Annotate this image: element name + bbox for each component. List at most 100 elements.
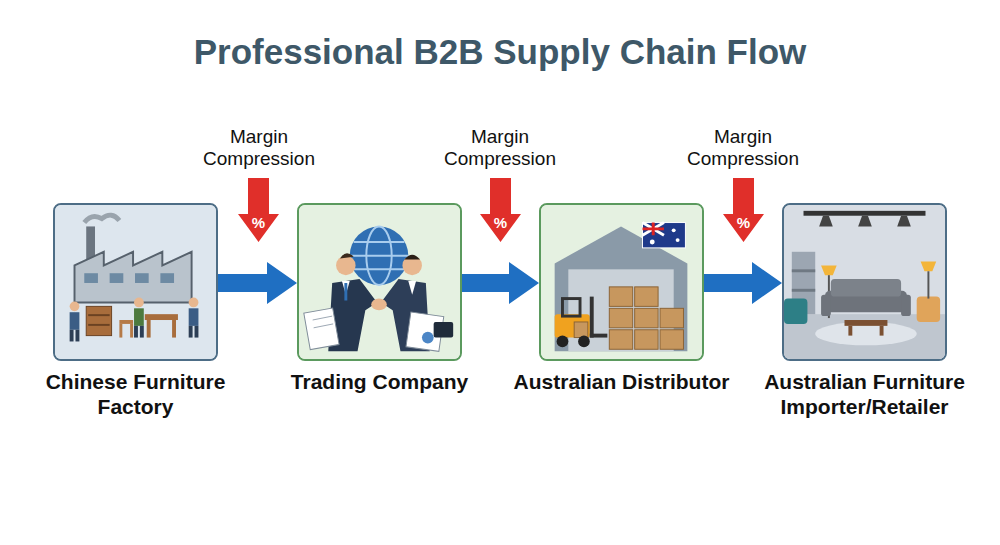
illustration-shape xyxy=(130,324,133,338)
illustration-shape xyxy=(609,330,632,349)
illustration-shape xyxy=(88,314,109,316)
illustration-shape xyxy=(917,297,940,322)
illustration-shape xyxy=(555,314,590,337)
node-caption: Chinese Furniture Factory xyxy=(23,369,248,419)
illustration-shape xyxy=(189,298,199,308)
supply-chain-node: Australian Furniture Importer/Retailer xyxy=(782,203,947,361)
illustration-shape xyxy=(140,326,144,338)
illustration-shape xyxy=(642,223,663,236)
margin-label: Margin Compression xyxy=(674,126,812,170)
illustration-shape xyxy=(676,238,680,242)
illustration-shape xyxy=(660,308,683,327)
illustration-shape xyxy=(642,223,663,236)
illustration-shape xyxy=(901,295,911,316)
illustration-shape xyxy=(88,324,109,326)
illustration-shape xyxy=(340,253,354,258)
illustration-shape xyxy=(434,322,454,338)
illustration-shape xyxy=(831,279,901,297)
illustration-shape xyxy=(821,265,837,275)
illustration-shape xyxy=(55,205,216,359)
percent-symbol: % xyxy=(480,214,521,231)
illustration-shape xyxy=(635,330,658,349)
illustration-shape xyxy=(897,216,911,227)
percent-symbol: % xyxy=(238,214,279,231)
illustration-box xyxy=(297,203,462,361)
illustration-shape xyxy=(404,255,420,260)
supply-chain-node: Trading Company xyxy=(297,203,462,361)
illustration-shape xyxy=(336,256,356,275)
illustration-shape xyxy=(189,326,193,338)
margin-label: Margin Compression xyxy=(190,126,328,170)
illustration-shape xyxy=(574,322,588,338)
supply-chain-node: Chinese Furniture Factory xyxy=(53,203,218,361)
illustration-shape xyxy=(314,324,334,328)
illustration-shape xyxy=(541,205,702,359)
illustration-shape xyxy=(422,332,434,344)
illustration-shape xyxy=(75,330,79,342)
illustration-box xyxy=(539,203,704,361)
supply-chain-node: Australian Distributor xyxy=(539,203,704,361)
illustration-shape xyxy=(147,320,151,338)
flow-arrow xyxy=(218,262,297,304)
illustration-shape xyxy=(350,226,409,284)
illustration-shape xyxy=(55,205,216,359)
illustration-shape xyxy=(858,216,872,227)
illustration-shape xyxy=(408,281,416,295)
illustration-shape xyxy=(84,215,119,222)
illustration-shape xyxy=(784,299,807,324)
node-caption: Australian Distributor xyxy=(509,369,734,394)
percent-symbol: % xyxy=(723,214,764,231)
node-caption: Australian Furniture Importer/Retailer xyxy=(752,369,977,419)
illustration-shape xyxy=(927,271,929,298)
illustration-shape xyxy=(792,289,815,292)
illustration-shape xyxy=(578,336,590,348)
illustration-shape xyxy=(299,205,460,359)
diagram-title: Professional B2B Supply Chain Flow xyxy=(0,32,1000,72)
illustration-shape xyxy=(350,255,409,257)
illustration-shape xyxy=(557,336,569,348)
illustration-shape xyxy=(86,306,111,335)
illustration-shape xyxy=(70,330,74,342)
illustration-shape xyxy=(848,326,852,336)
illustration-shape xyxy=(660,330,683,349)
illustration-shape xyxy=(145,314,178,320)
illustration-shape xyxy=(784,205,945,359)
illustration-shape xyxy=(119,320,133,324)
illustration-shape xyxy=(642,223,685,248)
red-arrow xyxy=(723,178,764,242)
illustration-shape xyxy=(134,308,144,326)
illustration-shape xyxy=(119,324,122,338)
illustration-shape xyxy=(299,205,460,359)
illustration-shape xyxy=(70,301,80,311)
illustration-shape xyxy=(921,262,937,272)
illustration-shape xyxy=(84,273,98,283)
illustration-shape xyxy=(672,228,676,232)
illustration-box xyxy=(782,203,947,361)
illustration-shape xyxy=(313,316,333,320)
flow-arrow xyxy=(704,262,782,304)
illustration-shape xyxy=(568,269,673,351)
red-arrow xyxy=(480,178,521,242)
illustration-shape xyxy=(821,295,831,316)
illustration-shape xyxy=(354,268,405,270)
illustration-shape xyxy=(819,216,833,227)
illustration-shape xyxy=(792,269,815,272)
illustration-shape xyxy=(354,241,405,243)
illustration-shape xyxy=(160,273,174,283)
red-arrow xyxy=(238,178,279,242)
margin-label: Margin Compression xyxy=(431,126,569,170)
illustration-shape xyxy=(562,299,580,317)
illustration-shape xyxy=(134,298,144,308)
illustration-shape xyxy=(642,227,663,230)
illustration-shape xyxy=(541,205,702,359)
illustration-shape xyxy=(75,252,192,303)
illustration-shape xyxy=(635,308,658,327)
illustration-shape xyxy=(880,326,884,336)
illustration-shape xyxy=(70,312,80,330)
illustration-shape xyxy=(371,299,387,311)
illustration-shape xyxy=(344,283,347,301)
illustration-shape xyxy=(110,273,124,283)
illustration-shape xyxy=(590,334,608,338)
illustration-shape xyxy=(635,287,658,306)
